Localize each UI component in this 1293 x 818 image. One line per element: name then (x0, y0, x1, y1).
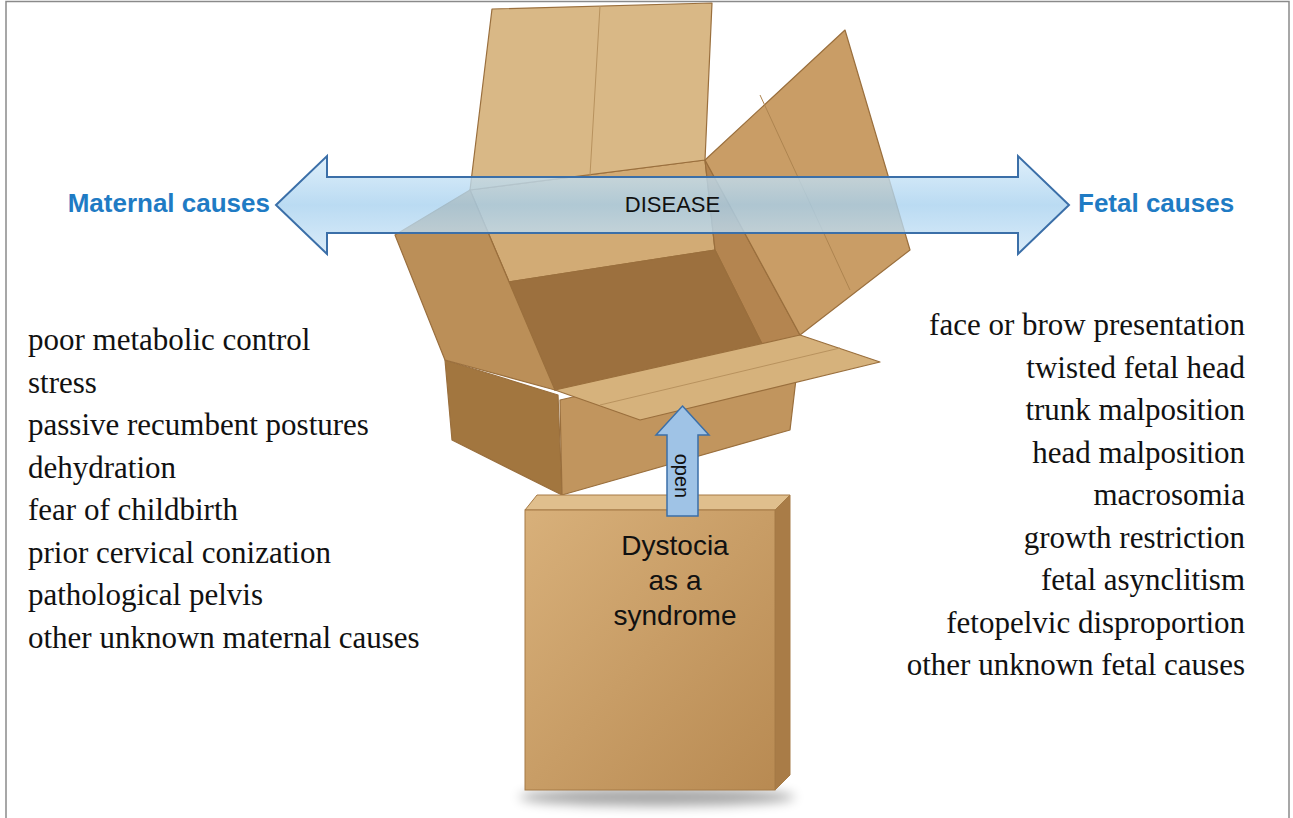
fetal-cause: head malposition (1032, 435, 1245, 471)
open-cardboard-box (395, 3, 910, 495)
fetal-cause: fetal asynclitism (1041, 562, 1245, 598)
maternal-cause: other unknown maternal causes (28, 620, 420, 656)
box-label: Dystocia as a syndrome (610, 528, 740, 633)
group-heading: Maternal causes (0, 186, 270, 220)
open-arrow: open (655, 405, 710, 517)
closed-box: Dystocia as a syndrome (515, 470, 805, 815)
fetal-cause: trunk malposition (1025, 392, 1245, 428)
band-label: DISEASE (625, 191, 720, 219)
fetal-cause: twisted fetal head (1026, 350, 1245, 386)
group-heading: Fetal causes (1078, 186, 1234, 220)
double-arrow-shape (276, 156, 1069, 254)
maternal-cause: pathological pelvis (28, 577, 263, 613)
fetal-cause: face or brow presentation (929, 307, 1245, 343)
closed-box-shape (519, 495, 795, 806)
maternal-cause: poor metabolic control (28, 322, 310, 358)
closed-box-outline (515, 470, 805, 815)
fetal-cause: macrosomia (1093, 477, 1245, 513)
arrow-label: open (671, 454, 695, 499)
maternal-cause: fear of childbirth (28, 492, 238, 528)
fetal-cause: growth restriction (1024, 520, 1245, 556)
maternal-cause: dehydration (28, 450, 176, 486)
fetal-cause: other unknown fetal causes (907, 647, 1245, 683)
maternal-cause: prior cervical conization (28, 535, 331, 571)
frame (6, 2, 1289, 818)
fetal-cause: fetopelvic disproportion (946, 605, 1245, 641)
maternal-cause: passive recumbent postures (28, 407, 369, 443)
up-arrow-shape (656, 406, 709, 516)
disease-double-arrow: DISEASE (275, 155, 1070, 255)
maternal-cause: stress (28, 365, 97, 401)
